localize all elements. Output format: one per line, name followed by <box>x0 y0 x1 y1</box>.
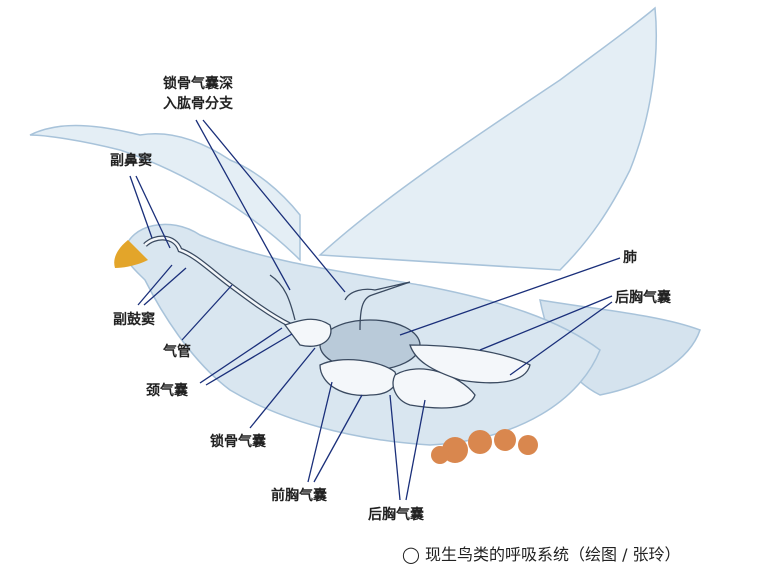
label-clavicular-deep-line1: 锁骨气囊深 <box>163 76 233 92</box>
label-anterior-thoracic: 前胸气囊 <box>271 488 327 504</box>
label-posterior-thoracic-bottom: 后胸气囊 <box>368 507 424 523</box>
label-posterior-thoracic-right: 后胸气囊 <box>615 290 671 306</box>
label-clavicular-sac: 锁骨气囊 <box>210 434 266 450</box>
upper-wing <box>318 6 658 271</box>
beak <box>114 240 148 268</box>
label-tympanic-sinus: 副鼓窦 <box>113 312 155 328</box>
label-cervical-sac: 颈气囊 <box>146 383 188 399</box>
label-paranasal-sinus: 副鼻窦 <box>110 153 152 169</box>
label-clavicular-deep-line2: 入肱骨分支 <box>163 96 233 112</box>
figure-caption: ◯ 现生鸟类的呼吸系统（绘图 / 张玲） <box>402 545 681 564</box>
leader-lines <box>129 119 621 501</box>
label-lung: 肺 <box>623 250 637 266</box>
left-wing <box>29 124 301 262</box>
label-trachea: 气管 <box>163 344 191 360</box>
feet <box>431 429 538 464</box>
